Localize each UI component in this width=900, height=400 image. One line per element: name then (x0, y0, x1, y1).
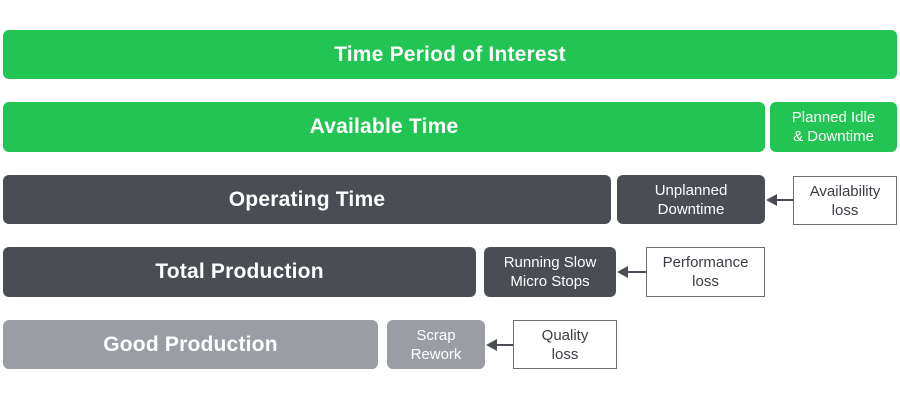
quality-loss-box: Quality loss (513, 320, 617, 369)
performance-loss-line1: Performance (662, 254, 749, 271)
unplanned-downtime-line2: Downtime (657, 200, 725, 218)
good-production-bar: Good Production (3, 320, 378, 369)
scrap-line1: Scrap (416, 326, 456, 344)
total-production-bar: Total Production (3, 247, 476, 297)
running-slow-line1: Running Slow (503, 254, 597, 271)
availability-loss-line1: Availability (809, 182, 881, 200)
planned-idle-downtime-box: Planned Idle & Downtime (770, 102, 897, 152)
availability-loss-line2: loss (831, 201, 859, 219)
unplanned-downtime-line1: Unplanned (654, 181, 728, 199)
availability-loss-box: Availability loss (793, 176, 897, 225)
planned-idle-line1: Planned Idle (791, 109, 876, 126)
good-production-label: Good Production (103, 332, 278, 356)
time-period-of-interest-bar: Time Period of Interest (3, 30, 897, 79)
time-period-label: Time Period of Interest (334, 42, 566, 66)
scrap-line2: Rework (410, 345, 462, 363)
total-production-label: Total Production (155, 260, 324, 283)
running-slow-line2: Micro Stops (510, 273, 590, 290)
available-time-bar: Available Time (3, 102, 765, 152)
quality-loss-line2: loss (551, 345, 579, 363)
performance-loss-line2: loss (692, 273, 719, 290)
operating-time-bar: Operating Time (3, 175, 611, 224)
planned-idle-line2: & Downtime (793, 128, 874, 145)
unplanned-downtime-box: Unplanned Downtime (617, 175, 765, 224)
quality-arrow (486, 339, 513, 351)
performance-arrow (617, 266, 646, 278)
available-time-label: Available Time (309, 115, 459, 138)
operating-time-label: Operating Time (228, 187, 386, 211)
performance-loss-box: Performance loss (646, 247, 765, 297)
availability-arrow (766, 194, 793, 206)
quality-loss-line1: Quality (541, 326, 589, 344)
scrap-rework-box: Scrap Rework (387, 320, 485, 369)
running-slow-micro-stops-box: Running Slow Micro Stops (484, 247, 616, 297)
